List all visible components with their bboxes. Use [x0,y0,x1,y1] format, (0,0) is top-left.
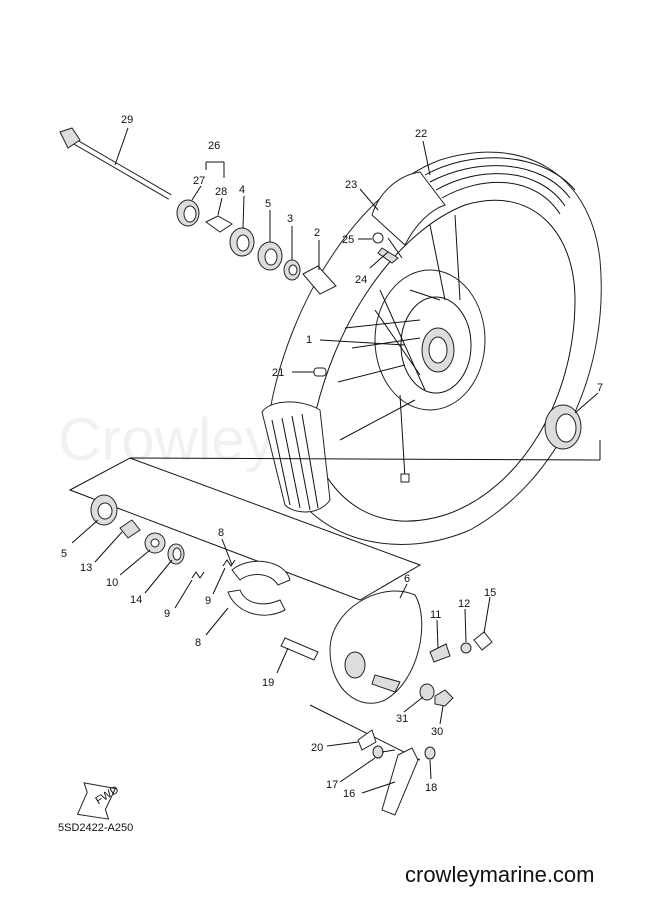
spring-9b [222,559,236,567]
callout-1: 1 [306,334,312,346]
bearing-5-lower [90,494,118,526]
spokes [337,214,461,483]
bolt-17 [372,745,396,759]
callout-9-left: 9 [164,608,170,620]
callout-14: 14 [130,594,142,606]
washer-31 [419,683,435,701]
leader-lines [71,127,599,794]
callout-13: 13 [80,562,92,574]
axle-29 [59,127,172,200]
diagram-code: 5SD2422-A250 [58,822,133,834]
retainer-13 [119,519,141,539]
fwd-arrow: FWD [76,782,121,820]
tube-23 [371,171,446,259]
site-url: crowleymarine.com [405,862,595,887]
callout-6: 6 [404,573,410,585]
callout-5-upper: 5 [265,198,271,210]
bearing-5-upper [257,241,283,271]
callout-26: 26 [208,140,220,152]
callout-25: 25 [342,234,354,246]
plate-20 [357,729,377,751]
callout-22: 22 [415,128,427,140]
camshaft-lever-16 [381,747,419,816]
callout-5-lower: 5 [61,548,67,560]
valve-nut-25 [372,232,384,244]
callout-8-upper: 8 [218,527,224,539]
spacer-2 [302,265,337,295]
nut-30 [434,689,454,707]
callout-16: 16 [343,788,355,800]
callout-28: 28 [215,186,227,198]
camshaft-19 [280,637,319,661]
spoke-nipple-21 [313,367,327,377]
callout-17: 17 [326,779,338,791]
spacer-28 [205,215,233,233]
callout-31: 31 [396,713,408,725]
hub-1 [374,269,486,411]
callout-12: 12 [458,598,470,610]
callout-15: 15 [484,587,496,599]
callout-21: 21 [272,367,284,379]
oil-seal-7 [544,404,582,450]
callout-11: 11 [430,609,441,621]
callout-27: 27 [193,175,205,187]
callout-18: 18 [425,782,437,794]
gear-10 [144,532,166,554]
callout-7: 7 [597,382,603,394]
collar-27 [176,199,200,227]
rim-strap-24 [377,247,399,264]
callout-8-lower: 8 [195,637,201,649]
nut-12 [460,642,472,654]
callout-3: 3 [287,213,293,225]
callout-10: 10 [106,577,118,589]
callout-23: 23 [345,179,357,191]
callouts: 29 26 27 28 4 5 3 2 22 23 25 24 1 21 7 8… [61,114,603,800]
callout-19: 19 [262,677,274,689]
callout-20: 20 [311,742,323,754]
bearing-4 [229,227,255,257]
brake-shoe-plate-6 [329,590,423,704]
oil-seal-3 [283,259,301,281]
callout-24: 24 [355,274,367,286]
callout-30: 30 [431,726,443,738]
washer-14 [167,543,185,565]
callout-29: 29 [121,114,133,126]
callout-2: 2 [314,227,320,239]
seal-15 [473,631,493,651]
callout-9-right: 9 [205,595,211,607]
brake-shoes-8 [227,560,291,616]
indicator-11 [429,643,451,663]
spring-9a [191,571,205,579]
washer-18 [424,746,436,760]
callout-4: 4 [239,184,245,196]
